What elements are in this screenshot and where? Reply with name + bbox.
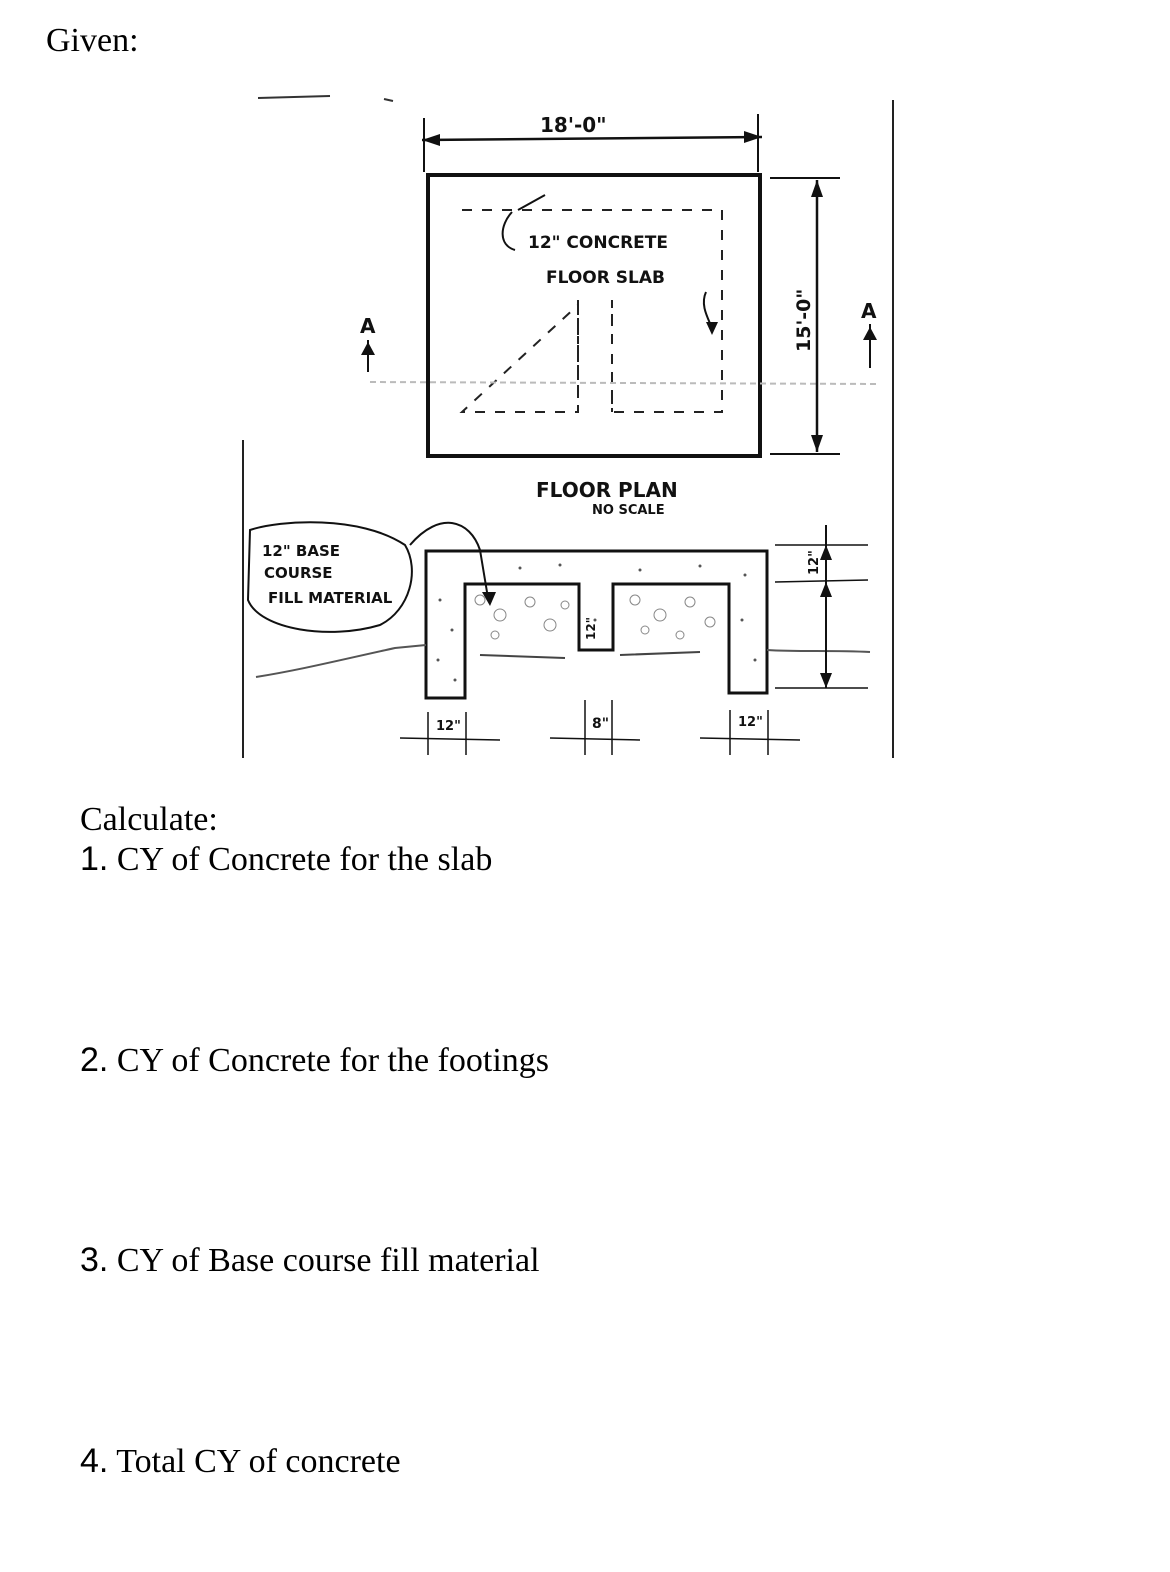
calculate-label: Calculate: <box>80 801 218 838</box>
center-footing-width: 8" <box>592 716 609 732</box>
section-mark-left: A <box>360 314 376 338</box>
floor-plan-scale: NO SCALE <box>592 503 665 518</box>
slab-outline <box>426 173 762 458</box>
slab-width-dimension: 18'-0" <box>540 113 607 137</box>
question-4-text: Total CY of concrete <box>108 1443 401 1480</box>
question-2-number: 2. <box>80 1041 109 1079</box>
question-4-number: 4. <box>80 1442 109 1480</box>
slab-note-line2: FLOOR SLAB <box>546 268 665 288</box>
center-footing-depth: 12" <box>584 617 598 640</box>
section-mark-right: A <box>861 299 877 323</box>
section-concrete <box>424 549 769 700</box>
given-label: Given: <box>46 22 139 59</box>
base-note-line1: 12" BASE <box>262 542 340 560</box>
slab-note-line1: 12" CONCRETE <box>528 233 668 253</box>
question-1: 1. CY of Concrete for the slab <box>80 840 492 879</box>
question-4: 4. Total CY of concrete <box>80 1442 401 1481</box>
slab-thickness: 12" <box>807 550 822 575</box>
question-1-number: 1. <box>80 840 109 878</box>
question-3-number: 3. <box>80 1241 109 1279</box>
slab-depth-dimension: 15'-0" <box>793 289 815 352</box>
floor-plan-title: FLOOR PLAN <box>536 478 678 502</box>
question-3: 3. CY of Base course fill material <box>80 1241 540 1280</box>
question-2: 2. CY of Concrete for the footings <box>80 1041 549 1080</box>
question-1-text: CY of Concrete for the slab <box>108 841 493 878</box>
footing-width-right: 12" <box>738 715 763 730</box>
floor-plan-sketch: 18'-0" 12" CONCRETE FLOOR SLAB 15'-0" A … <box>242 95 894 758</box>
question-2-text: CY of Concrete for the footings <box>108 1042 549 1079</box>
footing-width-left: 12" <box>436 719 461 734</box>
base-note-line3: FILL MATERIAL <box>268 589 393 607</box>
base-note-line2: COURSE <box>264 564 333 582</box>
question-3-text: CY of Base course fill material <box>108 1242 540 1279</box>
